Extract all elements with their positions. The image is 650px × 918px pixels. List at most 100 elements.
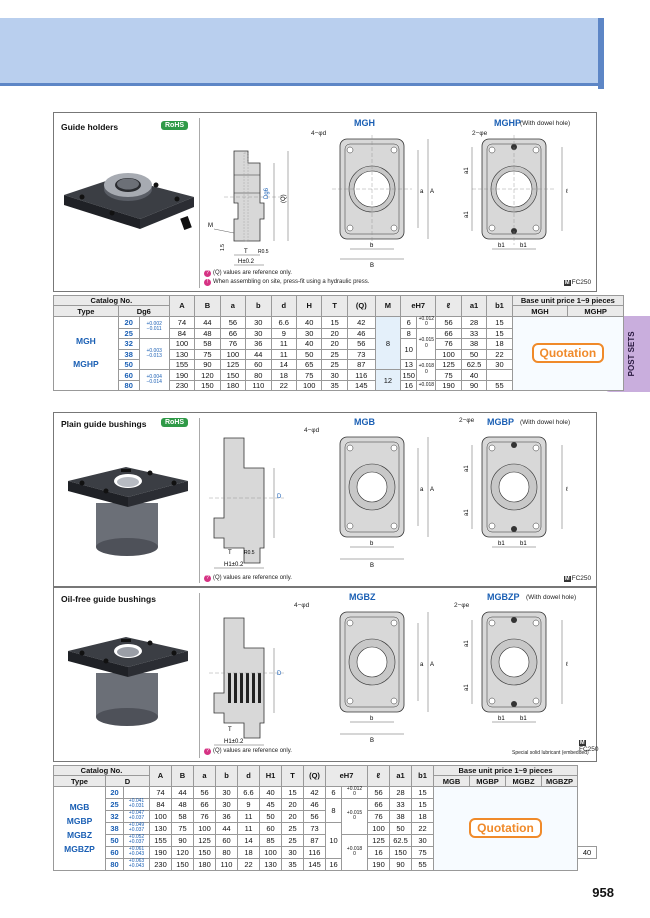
dim-b: b [370, 243, 374, 249]
tolerance-upper: +0.049 [128, 821, 145, 828]
value-cell: 100 [259, 845, 282, 859]
value-cell: 150 [171, 857, 194, 871]
value-cell: 15 [411, 785, 434, 799]
material-text: FC250 [571, 279, 592, 286]
column-header: H1 [259, 765, 282, 787]
tolerance-lower: 0 [353, 791, 356, 798]
dim-a1-top: a1 [464, 465, 470, 472]
dim-T: T [244, 249, 248, 255]
d-header: Dg6 [117, 305, 170, 317]
drawing-label-right: MGHP [494, 118, 521, 128]
value-cell: 66 [367, 797, 390, 811]
reference-icon: ? [204, 748, 211, 755]
value-cell: 6.6 [237, 785, 260, 799]
value-cell: 60 [215, 833, 238, 847]
section-drawing: Dg6 (Q) M T R0.5 1.5 H±0.2 [208, 150, 289, 266]
column-header: T [281, 765, 304, 787]
dim-T: T [228, 550, 232, 556]
tolerance-upper: +0.018 [418, 363, 435, 370]
d-value: 20 [117, 315, 140, 329]
dim-l: ℓ [566, 486, 568, 493]
e-value: 8 [400, 327, 418, 340]
column-header: B [194, 295, 221, 317]
value-cell: 60 [259, 821, 282, 835]
d-value: 80 [105, 857, 124, 871]
tolerance-lower: +0.031 [128, 803, 145, 810]
value-cell: 84 [149, 797, 172, 811]
column-header: A [168, 295, 196, 317]
tolerance-lower: 0 [353, 851, 356, 858]
value-cell: 44 [245, 348, 272, 360]
note-reference-text: (Q) values are reference only. [213, 748, 292, 754]
section-title: Guide holders [61, 122, 119, 132]
d-tolerance: +0.003−0.013 [138, 338, 170, 371]
value-cell: 6.6 [270, 315, 298, 329]
dim-A: A [430, 189, 434, 195]
column-header: b1 [411, 765, 434, 787]
value-cell: 80 [245, 369, 272, 381]
type-label: MGH [75, 336, 96, 347]
price-column-header: MGBZP [541, 775, 578, 787]
value-cell: 15 [321, 315, 348, 329]
note-press-fit-text: When assembling on site, press-fit using… [213, 279, 370, 285]
d-tolerance: +0.052+0.037 [123, 833, 150, 847]
tolerance-upper: +0.041 [128, 797, 145, 804]
value-cell: 40 [460, 369, 488, 381]
value-cell: 30 [321, 369, 348, 381]
value-cell: 100 [149, 809, 172, 823]
tolerance-lower: 0 [353, 815, 356, 822]
value-cell: 20 [321, 338, 348, 350]
value-cell: 125 [219, 358, 247, 371]
value-cell: 50 [460, 348, 488, 360]
d-value: 32 [117, 338, 140, 350]
value-cell: 116 [303, 845, 326, 859]
price-column-header: MGBZ [505, 775, 542, 787]
value-cell: 75 [171, 821, 194, 835]
top-view-right: a1 a1 ℓ b1 b1 [464, 135, 568, 250]
e-value: 8 [325, 797, 342, 823]
value-cell: 100 [295, 379, 323, 392]
reference-icon: ? [204, 575, 211, 582]
value-cell: 14 [270, 358, 298, 371]
drawing-sub-right: (With dowel hole) [520, 120, 571, 127]
oil-free-bushing-photo [66, 633, 191, 728]
tolerance-upper: +0.015 [418, 337, 435, 344]
value-cell: 62.5 [389, 833, 412, 847]
value-cell: 75 [194, 348, 221, 360]
value-cell: 22 [237, 857, 260, 871]
value-cell: 125 [193, 833, 216, 847]
value-cell: 66 [435, 327, 462, 340]
tolerance-lower: +0.037 [128, 827, 145, 834]
section-title: Oil-free guide bushings [61, 594, 156, 604]
value-cell: 130 [168, 348, 196, 360]
top-view-left: a A b B [339, 436, 434, 569]
value-cell: 30 [295, 327, 323, 340]
d-value: 25 [105, 797, 124, 811]
e-value: 16 [367, 845, 390, 859]
quotation-button[interactable]: Quotation [469, 818, 542, 839]
hole-label-left: 4−φd [304, 427, 320, 434]
value-cell: 76 [219, 338, 247, 350]
dim-H1: H1±0.2 [224, 562, 244, 568]
price-column-header: MGHP [567, 305, 624, 317]
value-cell: 74 [149, 785, 172, 799]
page-number: 958 [592, 885, 614, 900]
hole-label-left: 4−φd [311, 130, 327, 137]
catalog-header: Catalog No. [53, 294, 170, 307]
tolerance-lower: 0 [424, 321, 428, 328]
warning-icon: ! [204, 279, 211, 286]
dim-l: ℓ [566, 661, 568, 668]
top-view-left: a A b B [339, 611, 434, 744]
e-value: 13 [400, 358, 418, 371]
value-cell: 80 [215, 845, 238, 859]
value-cell: 87 [346, 358, 376, 371]
quotation-button[interactable]: Quotation [531, 343, 605, 364]
value-cell: 35 [281, 857, 304, 871]
